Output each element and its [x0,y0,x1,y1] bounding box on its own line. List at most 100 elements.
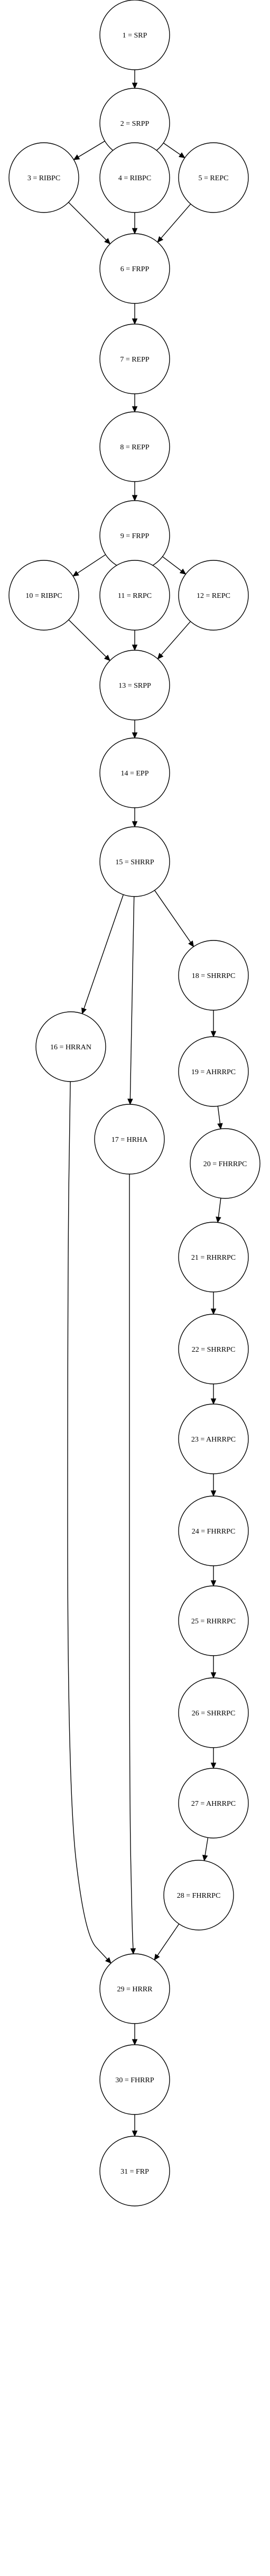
edge-n14-n15 [132,808,138,828]
edge-n27-n28 [202,1838,209,1861]
edge-n9-n10 [72,554,106,577]
arrowhead-icon [154,1953,160,1961]
node-30: 30 = FHRRP [99,2044,170,2115]
node-label: 29 = HRRR [117,1986,153,1993]
node-18: 18 = SHRRPC [178,940,249,1011]
node-label: 9 = FRPP [120,532,150,540]
node-22: 22 = SHRRPC [178,1314,249,1384]
node-31: 31 = FRP [99,2136,170,2206]
arrowhead-icon [81,1007,87,1014]
node-28: 28 = FHRRPC [163,1860,234,1931]
edge-line [129,896,135,1100]
arrowhead-icon [132,406,138,413]
node-circle [99,826,170,897]
edge-line [163,142,181,155]
node-1: 1 = SRP [99,0,170,70]
node-circle [178,1585,249,1656]
node-circle [178,1677,249,1748]
edge-line [68,202,107,241]
edge-n25-n26 [210,1656,217,1679]
node-circle [178,1768,249,1839]
node-3: 3 = RIBPC [8,142,79,213]
arrowhead-icon [210,1490,217,1497]
arrowhead-icon [157,236,164,243]
node-circle [99,0,170,70]
edge-line [218,1198,221,1217]
arrowhead-icon [216,1216,221,1223]
edge-line [161,204,191,239]
edge-line [217,1106,221,1124]
node-circle [99,142,170,213]
node-label: 22 = SHRRPC [192,1346,236,1354]
edge-n22-n23 [210,1384,217,1405]
node-label: 31 = FRP [120,2168,149,2176]
node-circle [35,1011,106,1082]
arrowhead-icon [202,1854,208,1861]
arrowhead-icon [105,1957,111,1964]
edge-n4-n6 [132,213,138,235]
edge-n3-n6 [68,202,111,245]
node-label: 1 = SRP [123,32,147,40]
node-circle [99,560,170,631]
edge-n30-n31 [132,2115,138,2137]
node-label: 16 = HRRAN [50,1044,91,1051]
node-label: 5 = REPC [199,174,229,182]
arrowhead-icon [179,152,185,159]
arrowhead-icon [104,654,110,661]
edge-n12-n13 [157,621,191,660]
edge-n7-n8 [132,394,138,413]
node-circle [190,1128,260,1199]
node-label: 8 = REPP [120,444,150,451]
node-circle [178,1495,249,1566]
node-label: 26 = SHRRPC [192,1710,236,1718]
edge-n15-n17 [127,896,135,1105]
arrowhead-icon [188,940,194,947]
edge-n13-n14 [132,720,138,739]
node-10: 10 = RIBPC [8,560,79,631]
node-9: 9 = FRPP [99,500,170,571]
edge-line [68,619,107,658]
arrowhead-icon [210,1762,217,1769]
node-4: 4 = RIBPC [99,142,170,213]
node-16: 16 = HRRAN [35,1011,106,1082]
node-circle [99,2136,170,2206]
arrowhead-icon [157,653,164,660]
edge-n11-n13 [132,630,138,651]
arrowhead-icon [72,570,79,577]
edge-line [204,1838,209,1856]
node-circle [178,1036,249,1107]
node-circle [99,233,170,304]
node-15: 15 = SHRRP [99,826,170,897]
node-5: 5 = REPC [178,142,249,213]
node-19: 19 = AHRRPC [178,1036,249,1107]
node-circle [178,1222,249,1292]
node-label: 14 = EPP [120,770,148,778]
edge-n23-n24 [210,1474,217,1497]
edge-n9-n12 [162,556,187,575]
arrowhead-icon [210,1398,217,1405]
arrowhead-icon [130,1948,136,1955]
node-label: 19 = AHRRPC [191,1068,236,1076]
node-label: 6 = FRPP [120,265,150,273]
node-label: 27 = AHRRPC [191,1800,236,1808]
node-circle [99,324,170,394]
node-24: 24 = FHRRPC [178,1495,249,1566]
arrowhead-icon [179,568,187,575]
edge-n6-n7 [132,303,138,325]
node-label: 3 = RIBPC [27,174,60,182]
edge-n15-n18 [154,890,194,947]
arrowhead-icon [210,1031,217,1038]
node-circle [99,411,170,482]
node-circle [178,1314,249,1384]
node-circle [178,560,249,631]
node-29: 29 = HRRR [99,1953,170,2024]
edge-line [83,894,124,1009]
arrowhead-icon [132,2039,138,2046]
arrowhead-icon [217,1123,223,1130]
node-label: 17 = HRHA [111,1136,148,1144]
edge-line [78,141,105,158]
edge-line [154,890,191,943]
edge-line [157,1924,180,1956]
node-25: 25 = RHRRPC [178,1585,249,1656]
